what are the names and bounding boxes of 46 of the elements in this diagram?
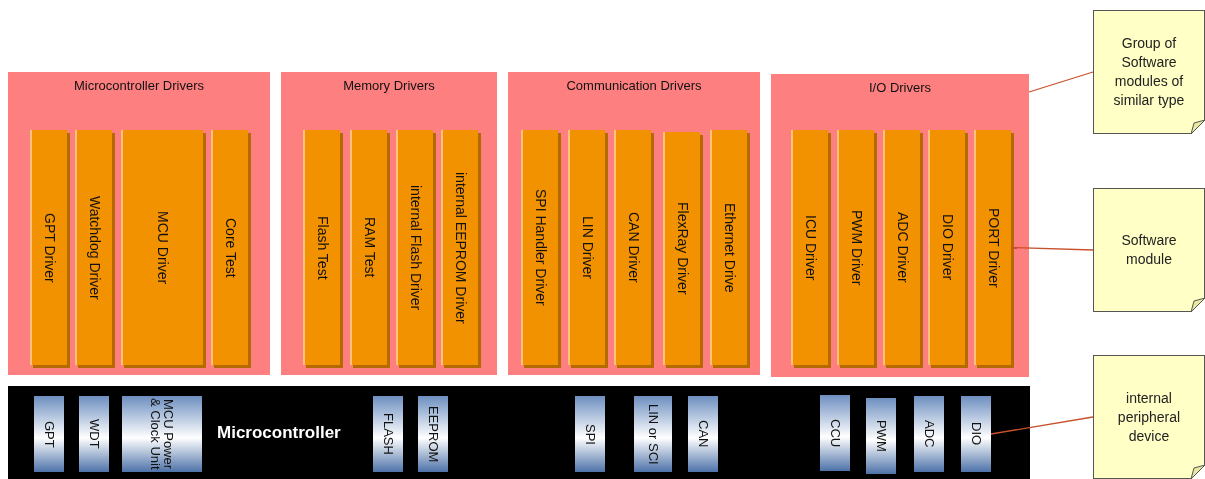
software-module-box: Ethernet Drive xyxy=(710,130,747,365)
peripheral-block: FLASH xyxy=(373,396,403,472)
software-module-box: PWM Driver xyxy=(837,130,874,365)
peripheral-block: DIO xyxy=(961,396,991,472)
software-module-box: Watchdog Driver xyxy=(75,130,112,365)
group-title: I/O Drivers xyxy=(867,80,933,95)
group-title: Communication Drivers xyxy=(565,78,703,93)
software-module-box: internal Flash Driver xyxy=(396,130,433,365)
peripheral-block: CCU xyxy=(820,395,850,471)
peripheral-block: PWM xyxy=(866,398,896,474)
software-module-box: internal EEPROM Driver xyxy=(441,130,478,365)
peripheral-block: SPI xyxy=(575,396,605,472)
group-title: Memory Drivers xyxy=(342,78,436,93)
software-module-box: GPT Driver xyxy=(30,130,67,365)
peripheral-block: MCU Power & Clock Unit xyxy=(122,396,202,472)
peripheral-block: CAN xyxy=(688,396,718,472)
leader-line xyxy=(990,416,1094,435)
software-module-box: FlexRay Driver xyxy=(663,132,700,365)
group-title: Microcontroller Drivers xyxy=(73,78,205,93)
group-panel xyxy=(281,72,497,375)
software-module-box: PORT Driver xyxy=(974,130,1011,365)
software-module-box: SPI Handler Driver xyxy=(521,130,558,365)
software-module-box: Flash Test xyxy=(303,130,340,365)
software-module-box: Core Test xyxy=(211,130,248,365)
leader-line xyxy=(1010,246,1094,251)
peripheral-block: ADC xyxy=(914,396,944,472)
peripheral-block: GPT xyxy=(34,396,64,472)
software-module-box: LIN Driver xyxy=(568,130,605,365)
software-module-box: ADC Driver xyxy=(883,130,920,365)
group-panel xyxy=(771,74,1029,377)
microcontroller-bar xyxy=(8,386,1030,479)
group-panel xyxy=(8,72,270,375)
peripheral-block: LIN or SCI xyxy=(634,396,672,472)
peripheral-block: EEPROM xyxy=(418,396,448,472)
peripheral-block: WDT xyxy=(79,396,109,472)
software-module-box: RAM Test xyxy=(350,130,387,365)
group-panel xyxy=(508,72,760,375)
software-module-box: ICU Driver xyxy=(791,130,828,365)
software-module-box: MCU Driver xyxy=(121,130,203,365)
software-module-box: CAN Driver xyxy=(614,130,651,365)
software-module-box: DIO Driver xyxy=(928,130,965,365)
note-card: internal peripheral device xyxy=(1093,355,1205,479)
leader-line xyxy=(1028,71,1094,93)
note-card: Group of Software modules of similar type xyxy=(1093,10,1205,134)
microcontroller-label: Microcontroller xyxy=(217,423,341,443)
note-card: Software module xyxy=(1093,188,1205,312)
